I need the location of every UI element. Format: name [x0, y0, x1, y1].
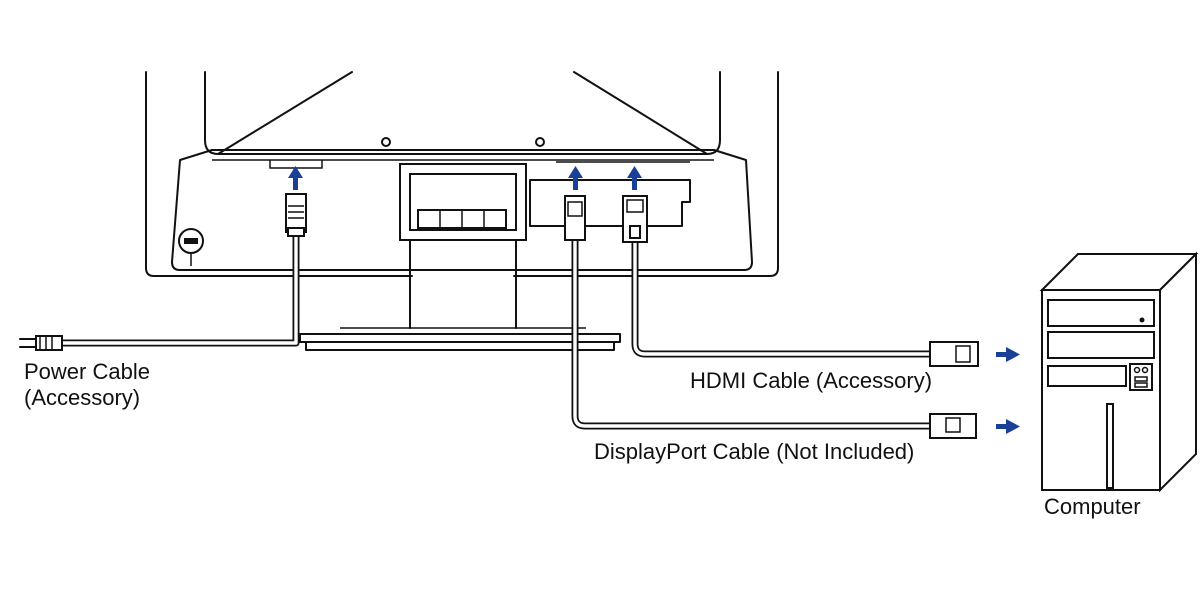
power-light-strip — [1106, 403, 1114, 489]
stand-neck — [409, 239, 517, 329]
power-cable-label-accessory: (Accessory) — [24, 385, 141, 410]
power-cable-label: Power Cable — [24, 359, 150, 384]
arrow-up-displayport — [568, 166, 583, 190]
monitor-right-edge — [513, 71, 779, 277]
lower-housing — [171, 149, 753, 271]
power-cable — [19, 193, 307, 351]
monitor-back — [145, 71, 779, 351]
rear-cover-right — [573, 71, 721, 155]
screw-hole-right — [535, 137, 545, 147]
lock-slot — [184, 238, 198, 244]
hdmi-cable-line — [631, 238, 934, 358]
computer-tower-icon — [1039, 251, 1199, 493]
monitor-left-edge — [145, 71, 413, 277]
power-plug-connector — [285, 193, 307, 233]
drive-bay-3 — [1047, 365, 1127, 387]
hdmi-connector-pc — [929, 341, 979, 367]
computer-label: Computer — [1044, 494, 1141, 519]
arrow-right-displayport — [996, 419, 1020, 434]
power-cable-line — [56, 228, 300, 347]
arrow-up-hdmi — [627, 166, 642, 190]
hdmi-cable-label: HDMI Cable (Accessory) — [690, 368, 933, 393]
arrow-right-hdmi — [996, 347, 1020, 362]
drive-bay-2 — [1047, 331, 1155, 359]
stand-base-bottom — [305, 341, 615, 351]
arrow-up-power — [288, 166, 303, 190]
displayport-cable-label: DisplayPort Cable (Not Included) — [594, 439, 915, 464]
drive-bay-1 — [1047, 299, 1155, 327]
hdmi-cable — [622, 195, 979, 367]
ac-plug-prongs — [19, 338, 37, 348]
screw-hole-left — [381, 137, 391, 147]
displayport-cable — [564, 195, 977, 439]
ac-plug — [35, 335, 63, 351]
displayport-cable-line — [571, 236, 934, 430]
input-panel — [529, 179, 691, 227]
stand-base-top — [299, 333, 621, 343]
rear-cover-left — [204, 71, 353, 155]
hinge-slots — [439, 210, 485, 228]
connection-arrows — [288, 166, 1020, 434]
tower-side — [1159, 251, 1197, 493]
displayport-connector-monitor — [564, 195, 586, 241]
